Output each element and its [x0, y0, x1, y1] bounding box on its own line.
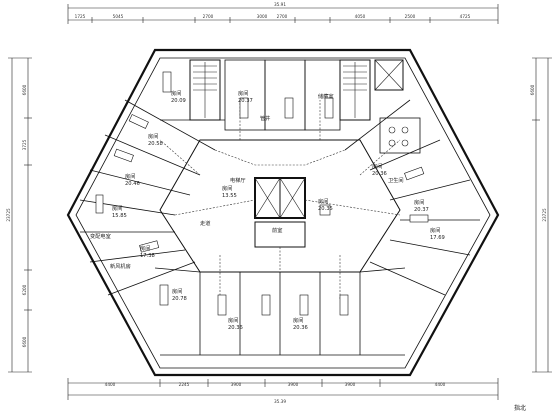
- stair-top-right: [343, 62, 367, 118]
- annotation-2: 前室: [272, 226, 282, 234]
- fcu-5: [128, 114, 149, 129]
- annotation-6: 走道: [200, 219, 210, 227]
- top-dim-2: 5045: [113, 14, 124, 19]
- bottom-wing: [154, 267, 406, 356]
- bottom-dim-3: 3900: [231, 382, 242, 387]
- fcu-7: [95, 194, 104, 214]
- top-dim-4: 3000: [257, 14, 268, 19]
- room-7-area: 13.55: [222, 193, 237, 199]
- bottom-dim-2: 2245: [179, 382, 190, 387]
- room-labels: 房间 20.09 房间 20.37 房间 20.58 房间 20.46 房间 1…: [112, 89, 445, 331]
- fcu-6: [113, 148, 134, 163]
- misc-annotations: 电梯厅 前室 储藏室 变配电室 管井 走道 新风机房 卫生间: [90, 92, 404, 270]
- fcu-13: [339, 294, 349, 316]
- fcu-14: [404, 166, 425, 181]
- right-wing: [344, 99, 480, 296]
- left-dimension-chain: 6600 3725 23725 6200 6600: [6, 57, 32, 373]
- room-9-name: 房间: [414, 198, 424, 206]
- bottom-total-dim: 35.39: [274, 399, 286, 404]
- room-5-name: 房间: [112, 204, 122, 212]
- room-1-name: 房间: [171, 89, 181, 97]
- fcu-1: [162, 71, 172, 93]
- top-dim-8: 4725: [460, 14, 471, 19]
- left-dim-1: 6600: [22, 84, 27, 95]
- top-wing: [160, 59, 404, 131]
- fcu-15: [409, 214, 429, 223]
- annotation-8: 卫生间: [388, 176, 404, 184]
- stair-top-left: [193, 62, 217, 118]
- fcu-16: [319, 204, 331, 216]
- fcu-4: [324, 97, 334, 119]
- top-total-dim: 35.91: [274, 2, 286, 7]
- annotation-4: 变配电室: [90, 232, 111, 240]
- elevator-core: [254, 177, 306, 248]
- fan-coil-units: [95, 71, 429, 316]
- top-dim-5: 2700: [277, 14, 288, 19]
- room-4-area: 20.46: [125, 181, 140, 187]
- annotation-1: 电梯厅: [230, 176, 246, 184]
- room-5-area: 15.85: [112, 213, 127, 219]
- room-3-area: 20.58: [148, 141, 163, 147]
- bottom-dim-1: 4400: [105, 382, 116, 387]
- fcu-12: [299, 294, 309, 316]
- bottom-dimension-chain: 4400 2245 3900 3900 3900 4400 35.39: [67, 378, 499, 404]
- right-dim-2: 23725: [542, 208, 547, 222]
- north-label: 指北: [514, 404, 526, 412]
- room-6-name: 房间: [140, 244, 150, 252]
- fcu-2: [239, 97, 249, 119]
- fcu-3: [284, 97, 294, 119]
- room-13-name: 房间: [293, 316, 303, 324]
- top-dim-3: 2700: [203, 14, 214, 19]
- left-dim-5: 6600: [22, 336, 27, 347]
- top-dim-6: 4050: [355, 14, 366, 19]
- left-wing: [79, 99, 216, 296]
- right-dim-1: 6600: [530, 84, 535, 95]
- room-11-name: 房间: [172, 287, 182, 295]
- room-10-name: 房间: [430, 226, 440, 234]
- room-6-area: 17.38: [140, 253, 155, 259]
- top-dimension-chain: 35.91 1725 5045 2700 3000 2700 4050 2500…: [67, 2, 499, 24]
- annotation-7: 新风机房: [110, 262, 131, 270]
- room-2-name: 房间: [238, 89, 248, 97]
- room-9-area: 20.37: [414, 207, 429, 213]
- fcu-9: [159, 284, 169, 306]
- room-7-name: 房间: [222, 184, 232, 192]
- top-dim-7: 2500: [405, 14, 416, 19]
- fcu-10: [217, 294, 227, 316]
- annotation-5: 管井: [260, 114, 270, 122]
- bottom-dim-6: 4400: [435, 382, 446, 387]
- left-dim-4: 6200: [22, 284, 27, 295]
- room-8-name: 房间: [372, 162, 382, 170]
- left-dim-2: 3725: [22, 139, 27, 150]
- room-11-area: 20.78: [172, 296, 187, 302]
- room-3-name: 房间: [148, 132, 158, 140]
- room-13-area: 20.36: [293, 325, 308, 331]
- room-12-name: 房间: [228, 316, 238, 324]
- room-8-area: 20.36: [372, 171, 387, 177]
- building-outline: [66, 48, 500, 377]
- room-14-area: 20.35: [318, 206, 333, 212]
- left-dim-3: 23725: [6, 208, 11, 222]
- room-1-area: 20.09: [171, 98, 186, 104]
- room-2-area: 20.37: [238, 98, 253, 104]
- right-dimension-chain: 6600 23725: [530, 57, 552, 373]
- bottom-dim-4: 3900: [288, 382, 299, 387]
- room-14-name: 房间: [318, 197, 328, 205]
- annotation-3: 储藏室: [318, 92, 334, 100]
- fcu-11: [261, 294, 271, 316]
- room-10-area: 17.69: [430, 235, 445, 241]
- bottom-dim-5: 3900: [345, 382, 356, 387]
- room-12-area: 20.36: [228, 325, 243, 331]
- top-dim-1: 1725: [75, 14, 86, 19]
- fcu-8: [139, 240, 160, 253]
- room-4-name: 房间: [125, 172, 135, 180]
